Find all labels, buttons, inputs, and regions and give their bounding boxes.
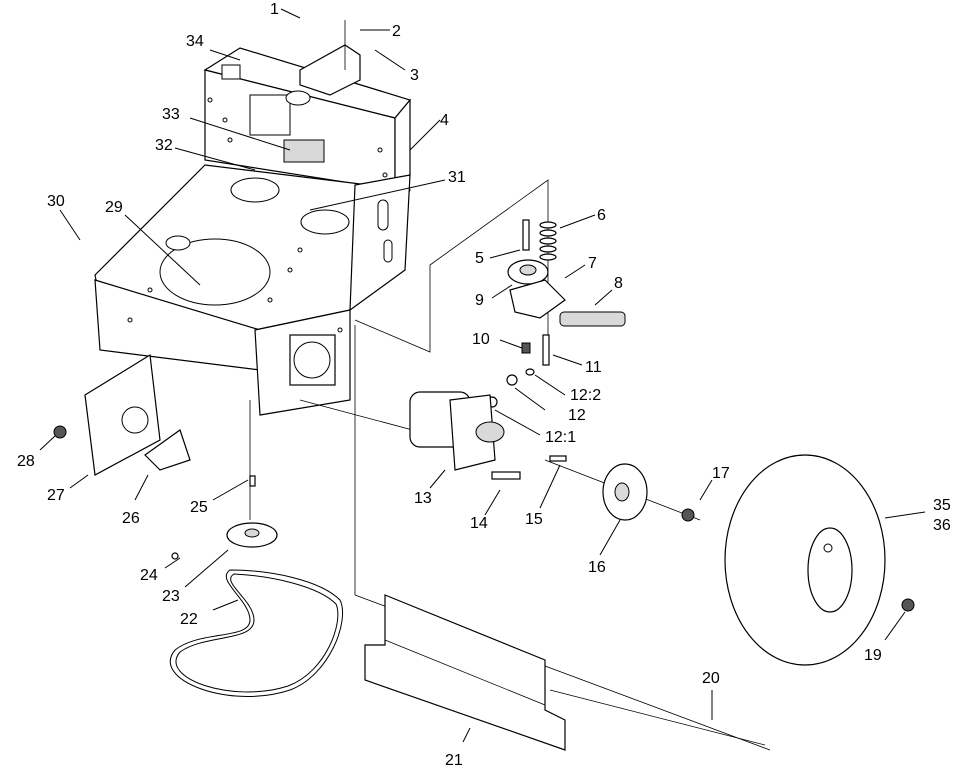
callout-12-2: 12:2 [570, 387, 601, 404]
callout-28: 28 [17, 453, 35, 470]
callout-15: 15 [525, 511, 543, 528]
pulley-belt [169, 475, 344, 697]
spring-8 [559, 311, 626, 327]
side-plate [53, 353, 191, 476]
callout-32: 32 [155, 137, 173, 154]
callout-17: 17 [712, 465, 730, 482]
callout-30: 30 [47, 193, 65, 210]
callout-24: 24 [140, 567, 158, 584]
callout-11: 11 [585, 359, 602, 376]
callout-26: 26 [122, 510, 140, 527]
callout-34: 34 [186, 33, 204, 50]
callout-14: 14 [470, 515, 488, 532]
callout-25: 25 [190, 499, 208, 516]
frame-holes [127, 97, 388, 333]
shield-panel [364, 594, 766, 751]
frame-housing [94, 20, 412, 416]
callout-10: 10 [472, 331, 490, 348]
spring-6 [539, 221, 557, 261]
callout-22: 22 [180, 611, 198, 628]
callout-12-1: 12:1 [545, 429, 576, 446]
motor-assembly [409, 368, 695, 522]
callout-7: 7 [588, 255, 597, 272]
callout-21: 21 [445, 752, 463, 769]
callout-19: 19 [864, 647, 882, 664]
callout-12: 12 [568, 407, 586, 424]
callout-36: 36 [933, 517, 951, 534]
callout-31: 31 [448, 169, 466, 186]
callout-3: 3 [410, 67, 419, 84]
leader-lines [39, 8, 926, 743]
callout-4: 4 [440, 112, 449, 129]
callout-29: 29 [105, 199, 123, 216]
callout-33: 33 [162, 106, 180, 123]
callout-13: 13 [414, 490, 432, 507]
callout-5: 5 [475, 250, 484, 267]
callout-20: 20 [702, 670, 720, 687]
callout-35: 35 [933, 497, 951, 514]
callout-6: 6 [597, 207, 606, 224]
callout-8: 8 [614, 275, 623, 292]
callout-9: 9 [475, 292, 484, 309]
idler-assembly [507, 219, 626, 366]
callout-23: 23 [162, 588, 180, 605]
callout-16: 16 [588, 559, 606, 576]
wheel-tire [724, 454, 915, 666]
callout-2: 2 [392, 23, 401, 40]
callout-27: 27 [47, 487, 65, 504]
callout-1: 1 [270, 1, 279, 18]
callout-labels: 1 2 3 4 5 6 7 8 9 10 11 12 12:1 12:2 13 … [17, 1, 951, 769]
